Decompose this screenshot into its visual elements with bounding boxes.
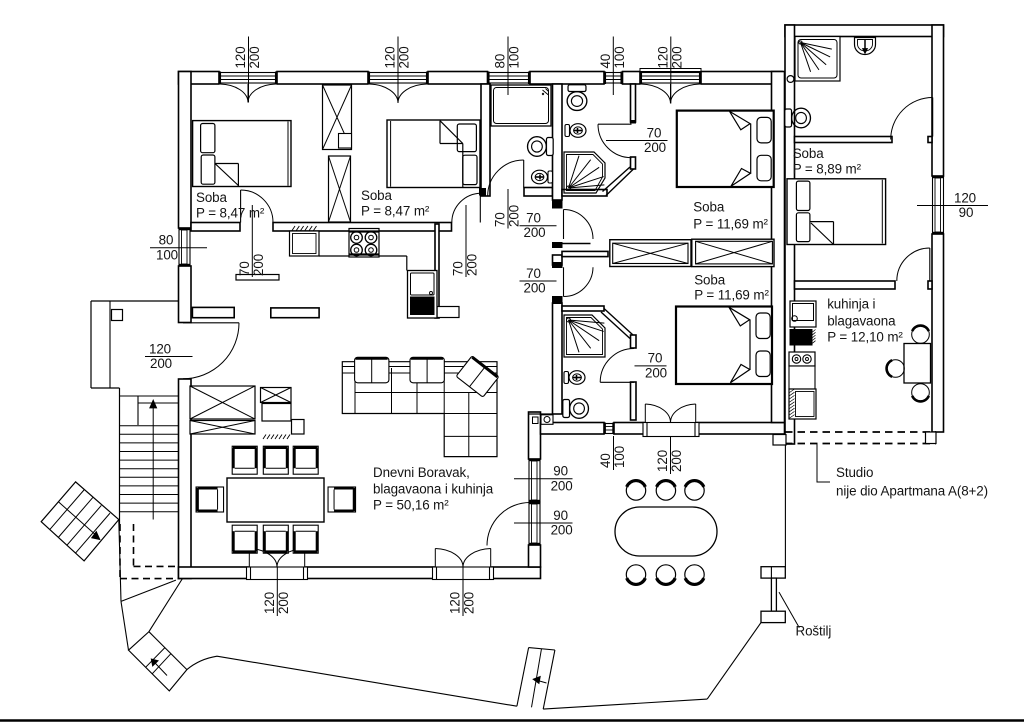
- svg-text:80: 80: [493, 54, 508, 69]
- svg-text:90: 90: [553, 464, 568, 479]
- svg-text:70: 70: [647, 125, 662, 140]
- svg-text:70: 70: [493, 212, 508, 227]
- svg-text:200: 200: [276, 592, 291, 614]
- svg-text:P = 8,47 m²: P = 8,47 m²: [361, 204, 430, 219]
- svg-text:200: 200: [507, 205, 522, 227]
- svg-text:120: 120: [655, 450, 670, 472]
- svg-text:90: 90: [959, 205, 974, 220]
- svg-text:100: 100: [507, 46, 522, 68]
- svg-text:Soba: Soba: [693, 200, 725, 215]
- svg-text:70: 70: [451, 261, 466, 276]
- svg-text:120: 120: [954, 190, 976, 205]
- svg-text:120: 120: [448, 592, 463, 614]
- svg-text:P = 11,69 m²: P = 11,69 m²: [694, 288, 769, 303]
- svg-text:70: 70: [526, 266, 541, 281]
- svg-text:200: 200: [523, 281, 545, 296]
- svg-text:200: 200: [669, 46, 684, 68]
- svg-text:Dnevni Boravak,: Dnevni Boravak,: [373, 465, 470, 480]
- svg-text:P = 11,69 m²: P = 11,69 m²: [693, 217, 768, 232]
- svg-text:120: 120: [233, 46, 248, 68]
- svg-text:80: 80: [159, 233, 174, 248]
- svg-text:blagavaona i kuhinja: blagavaona i kuhinja: [373, 482, 494, 497]
- svg-text:200: 200: [523, 225, 545, 240]
- svg-text:P = 8,89 m²: P = 8,89 m²: [793, 162, 862, 177]
- svg-text:200: 200: [397, 46, 412, 68]
- svg-text:Soba: Soba: [694, 273, 726, 288]
- svg-text:100: 100: [156, 247, 178, 262]
- svg-text:Soba: Soba: [196, 190, 228, 205]
- svg-text:100: 100: [612, 46, 627, 68]
- svg-text:200: 200: [247, 46, 262, 68]
- svg-text:Roštilj: Roštilj: [796, 624, 832, 639]
- svg-text:70: 70: [648, 351, 663, 366]
- svg-text:200: 200: [644, 140, 666, 155]
- svg-text:200: 200: [462, 592, 477, 614]
- svg-text:40: 40: [598, 453, 613, 468]
- svg-text:40: 40: [598, 54, 613, 69]
- svg-text:120: 120: [383, 46, 398, 68]
- svg-text:200: 200: [150, 356, 172, 371]
- svg-text:P = 50,16 m²: P = 50,16 m²: [373, 498, 449, 513]
- svg-text:200: 200: [251, 254, 266, 276]
- svg-text:70: 70: [237, 261, 252, 276]
- svg-text:70: 70: [526, 211, 541, 226]
- svg-text:Soba: Soba: [793, 146, 825, 161]
- svg-text:100: 100: [612, 446, 627, 468]
- svg-text:blagavaona: blagavaona: [827, 314, 896, 329]
- svg-text:200: 200: [645, 365, 667, 380]
- svg-text:120: 120: [262, 592, 277, 614]
- svg-text:P = 12,10 m²: P = 12,10 m²: [827, 330, 903, 345]
- svg-text:200: 200: [465, 254, 480, 276]
- svg-text:200: 200: [551, 523, 573, 538]
- svg-text:200: 200: [551, 478, 573, 493]
- svg-text:90: 90: [553, 508, 568, 523]
- svg-text:120: 120: [149, 341, 171, 356]
- svg-text:120: 120: [656, 46, 671, 68]
- svg-text:P = 8,47 m²: P = 8,47 m²: [196, 206, 265, 221]
- svg-text:kuhinja i: kuhinja i: [827, 297, 875, 312]
- svg-text:200: 200: [669, 450, 684, 472]
- svg-text:nije dio Apartmana A(8+2): nije dio Apartmana A(8+2): [836, 484, 988, 499]
- svg-text:Soba: Soba: [361, 188, 393, 203]
- svg-text:Studio: Studio: [836, 465, 873, 480]
